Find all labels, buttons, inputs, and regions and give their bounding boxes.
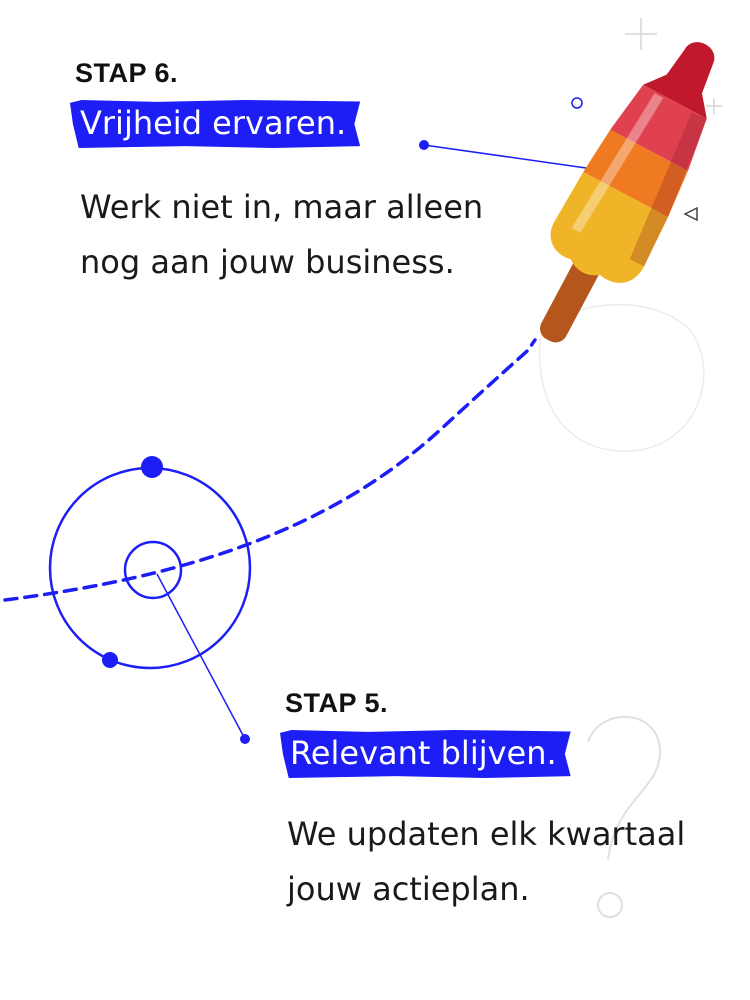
- faint-circle-doodle: [538, 303, 705, 452]
- step-6-title: Vrijheid ervaren.: [70, 100, 361, 148]
- step6-connector: [419, 140, 587, 169]
- triangle-icon: [683, 206, 698, 222]
- rocket-popsicle-illustration: [540, 42, 715, 343]
- step-6-description: Werk niet in, maar alleen nog aan jouw b…: [80, 188, 484, 281]
- small-ring-icon: [571, 97, 583, 109]
- step-5-label: STAP 5.: [285, 688, 389, 718]
- step-6-label: STAP 6.: [75, 58, 179, 88]
- sparkle-icon: [625, 18, 722, 114]
- question-mark-doodle: [587, 716, 662, 918]
- orbit-circle-icon: [48, 456, 252, 670]
- dashed-trajectory: [3, 338, 537, 602]
- step5-connector: [156, 573, 250, 744]
- step-5-description: We updaten elk kwartaal jouw actieplan.: [287, 815, 686, 908]
- step-5-title: Relevant blijven.: [280, 730, 571, 778]
